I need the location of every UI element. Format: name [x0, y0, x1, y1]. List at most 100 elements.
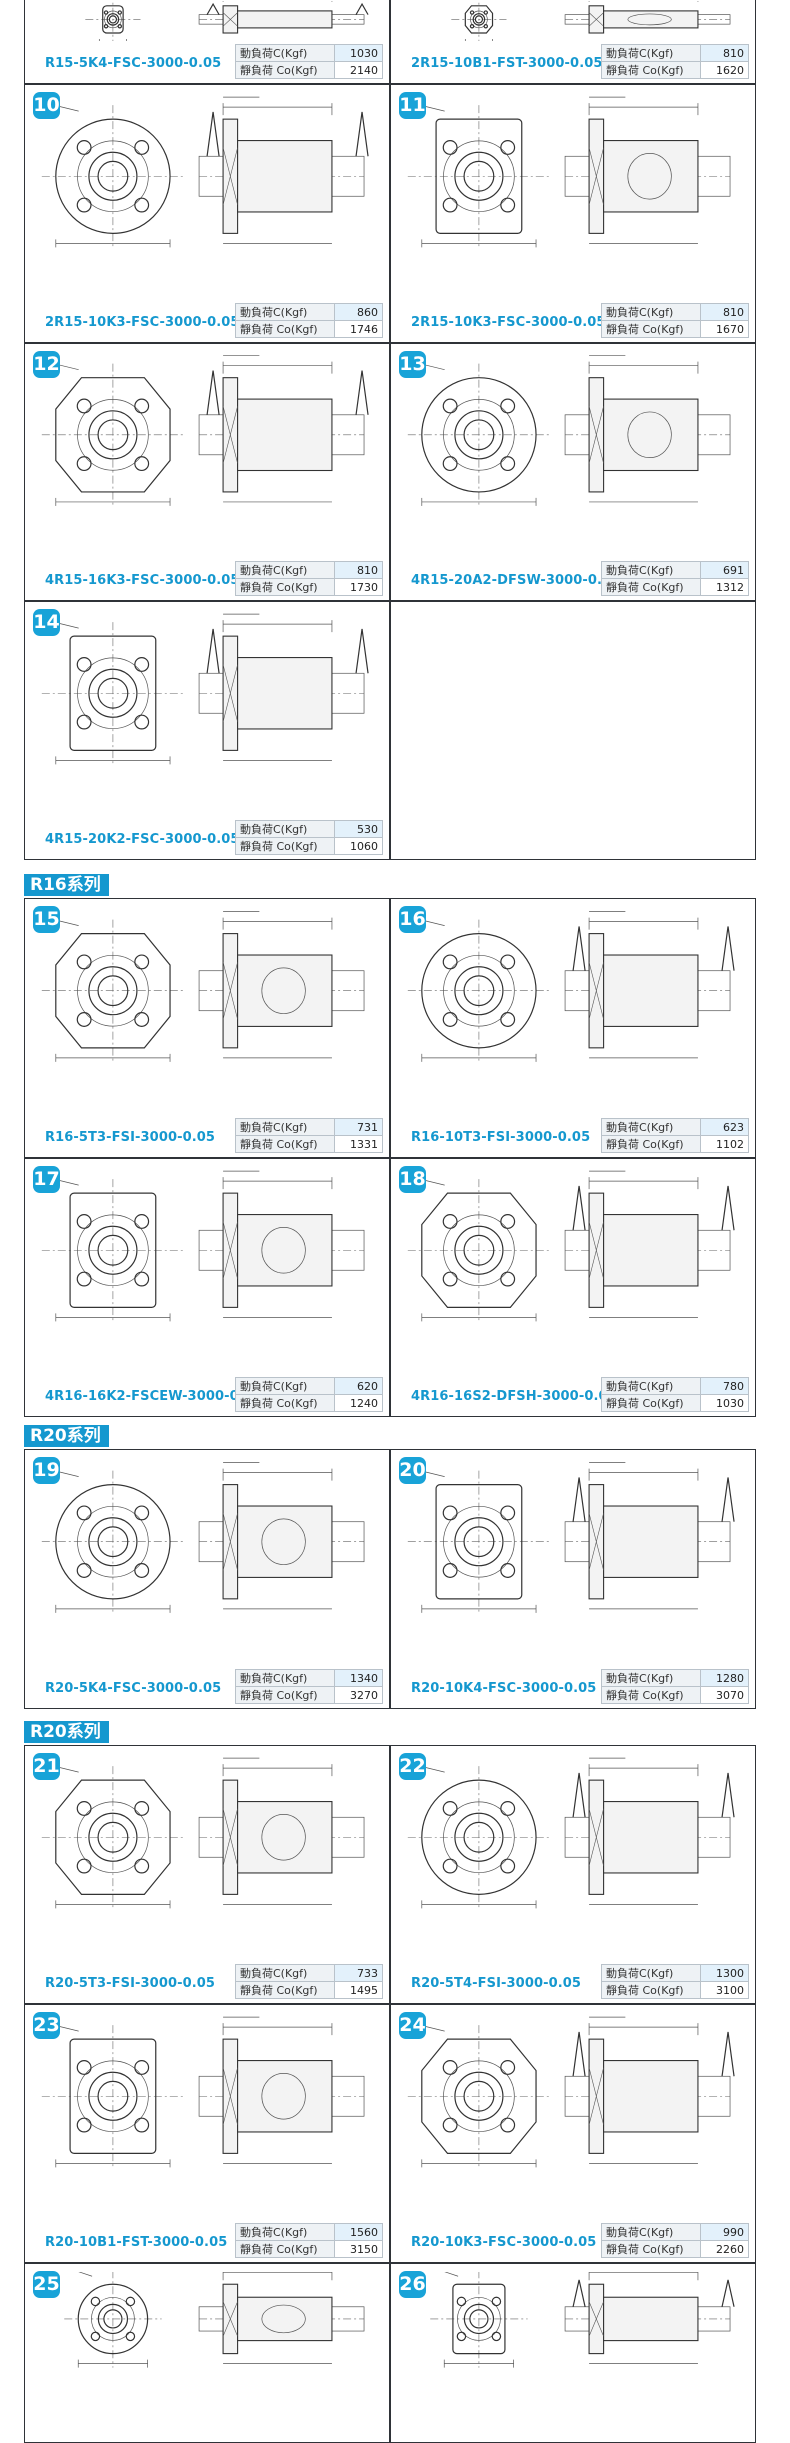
technical-drawing [41, 613, 369, 765]
static-load-row: 靜負荷 Co(Kgf)1670 [601, 320, 749, 338]
static-load-value: 3270 [334, 1686, 383, 1704]
model-number: 2R15-10B1-FST-3000-0.05 [411, 56, 603, 71]
static-load-label: 靜負荷 Co(Kgf) [235, 2240, 335, 2258]
model-number: 4R16-16K2-FSCEW-3000-0.05 [45, 1389, 263, 1404]
model-number: R16-10T3-FSI-3000-0.05 [411, 1130, 591, 1145]
technical-drawing [407, 1462, 735, 1613]
static-load-value: 3070 [700, 1686, 749, 1704]
model-number: R20-5K4-FSC-3000-0.05 [45, 1681, 222, 1696]
dynamic-load-value: 810 [700, 44, 749, 62]
dynamic-load-value: 1280 [700, 1669, 749, 1687]
static-load-row: 靜負荷 Co(Kgf)2260 [601, 2240, 749, 2258]
dynamic-load-value: 990 [700, 2223, 749, 2241]
static-load-row: 靜負荷 Co(Kgf)3270 [235, 1686, 383, 1704]
dynamic-load-row: 動負荷C(Kgf)733 [235, 1964, 383, 1982]
static-load-value: 1620 [700, 61, 749, 79]
item-number-badge: 19 [33, 1457, 60, 1484]
item-number-badge: 23 [33, 2012, 60, 2039]
item-number-badge: 13 [399, 351, 426, 378]
dynamic-load-label: 動負荷C(Kgf) [601, 561, 701, 579]
static-load-label: 靜負荷 Co(Kgf) [601, 1686, 701, 1704]
series-heading: R20系列 [24, 1425, 109, 1447]
model-number: R15-5K4-FSC-3000-0.05 [45, 56, 222, 71]
dynamic-load-value: 860 [334, 303, 383, 321]
dynamic-load-label: 動負荷C(Kgf) [235, 1669, 335, 1687]
static-load-value: 3150 [334, 2240, 383, 2258]
dynamic-load-value: 810 [700, 303, 749, 321]
static-load-value: 1331 [334, 1135, 383, 1153]
model-number: 4R16-16S2-DFSH-3000-0.05 [411, 1389, 617, 1404]
static-load-label: 靜負荷 Co(Kgf) [235, 1981, 335, 1999]
technical-drawing [407, 96, 731, 248]
static-load-row: 靜負荷 Co(Kgf)3070 [601, 1686, 749, 1704]
dynamic-load-label: 動負荷C(Kgf) [601, 1964, 701, 1982]
dynamic-load-row: 動負荷C(Kgf)731 [235, 1118, 383, 1136]
dynamic-load-row: 動負荷C(Kgf)1030 [235, 44, 383, 62]
static-load-label: 靜負荷 Co(Kgf) [235, 61, 335, 79]
empty-cell [390, 601, 756, 860]
dynamic-load-label: 動負荷C(Kgf) [601, 2223, 701, 2241]
technical-drawing [430, 2272, 735, 2368]
static-load-row: 靜負荷 Co(Kgf)1102 [601, 1135, 749, 1153]
dynamic-load-value: 733 [334, 1964, 383, 1982]
dynamic-load-row: 動負荷C(Kgf)1340 [235, 1669, 383, 1687]
dynamic-load-value: 780 [700, 1377, 749, 1395]
static-load-value: 1030 [700, 1394, 749, 1412]
static-load-row: 靜負荷 Co(Kgf)3100 [601, 1981, 749, 1999]
static-load-value: 1495 [334, 1981, 383, 1999]
dynamic-load-row: 動負荷C(Kgf)810 [235, 561, 383, 579]
static-load-label: 靜負荷 Co(Kgf) [235, 320, 335, 338]
dynamic-load-row: 動負荷C(Kgf)1560 [235, 2223, 383, 2241]
static-load-row: 靜負荷 Co(Kgf)1730 [235, 578, 383, 596]
technical-drawing [407, 355, 731, 506]
dynamic-load-value: 623 [700, 1118, 749, 1136]
product-cell: 25 [24, 2263, 390, 2443]
dynamic-load-value: 1030 [334, 44, 383, 62]
dynamic-load-value: 530 [334, 820, 383, 838]
series-heading: R16系列 [24, 874, 109, 896]
dynamic-load-label: 動負荷C(Kgf) [235, 44, 335, 62]
model-number: R20-10K4-FSC-3000-0.05 [411, 1681, 597, 1696]
dynamic-load-label: 動負荷C(Kgf) [235, 1118, 335, 1136]
static-load-value: 1060 [334, 837, 383, 855]
dynamic-load-label: 動負荷C(Kgf) [235, 1964, 335, 1982]
technical-drawing [64, 2272, 365, 2368]
technical-drawing [407, 911, 735, 1062]
dynamic-load-label: 動負荷C(Kgf) [235, 561, 335, 579]
item-number-badge: 16 [399, 906, 426, 933]
static-load-row: 靜負荷 Co(Kgf)1060 [235, 837, 383, 855]
dynamic-load-value: 1340 [334, 1669, 383, 1687]
static-load-label: 靜負荷 Co(Kgf) [601, 578, 701, 596]
technical-drawing [41, 1462, 365, 1613]
dynamic-load-value: 731 [334, 1118, 383, 1136]
static-load-value: 1312 [700, 578, 749, 596]
model-number: 2R15-10K3-FSC-3000-0.05 [45, 315, 240, 330]
technical-drawing [41, 96, 369, 248]
dynamic-load-label: 動負荷C(Kgf) [601, 1377, 701, 1395]
dynamic-load-label: 動負荷C(Kgf) [601, 1669, 701, 1687]
dynamic-load-label: 動負荷C(Kgf) [601, 44, 701, 62]
model-number: 2R15-10K3-FSC-3000-0.05 [411, 315, 606, 330]
static-load-value: 1670 [700, 320, 749, 338]
static-load-row: 靜負荷 Co(Kgf)1746 [235, 320, 383, 338]
static-load-row: 靜負荷 Co(Kgf)1030 [601, 1394, 749, 1412]
static-load-row: 靜負荷 Co(Kgf)3150 [235, 2240, 383, 2258]
dynamic-load-row: 動負荷C(Kgf)620 [235, 1377, 383, 1395]
model-number: 4R15-20A2-DFSW-3000-0.05 [411, 573, 621, 588]
product-cell: 26 [390, 2263, 756, 2443]
technical-drawing [41, 355, 369, 506]
dynamic-load-row: 動負荷C(Kgf)860 [235, 303, 383, 321]
